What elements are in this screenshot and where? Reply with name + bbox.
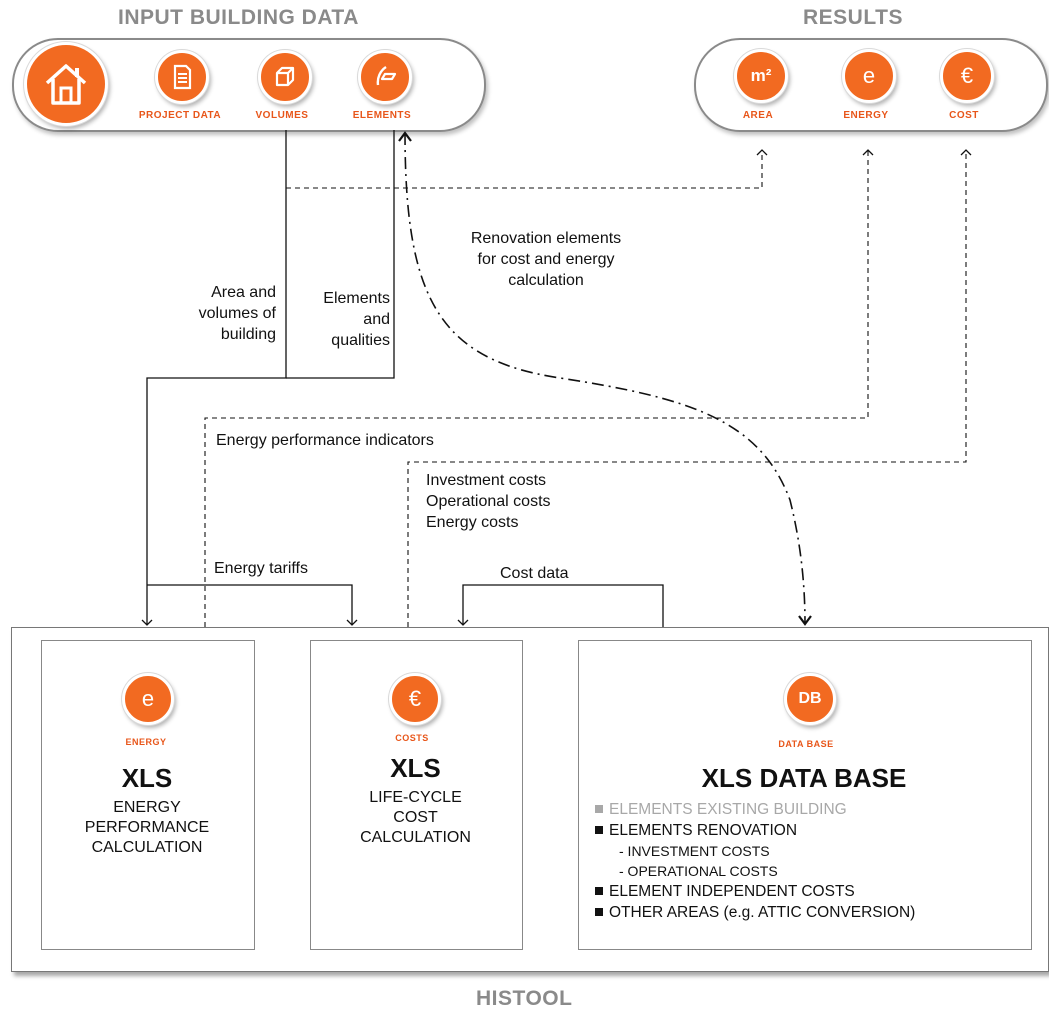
cube-icon[interactable] xyxy=(258,50,312,104)
energy-calc-icon[interactable]: e xyxy=(122,673,174,725)
energy-xls-title: XLS xyxy=(121,763,173,793)
db-item-independent: ELEMENT INDEPENDENT COSTS xyxy=(595,881,1025,902)
costs-label: Investment costs Operational costs Energ… xyxy=(426,472,551,531)
energy-tariffs-label: Energy tariffs xyxy=(214,560,308,577)
cost-result-icon[interactable]: € xyxy=(940,49,994,103)
volumes-label: VOLUMES xyxy=(255,110,309,121)
elements-qualities-label: Elements and qualities xyxy=(323,290,390,349)
cost-calc-desc: LIFE-CYCLE COST CALCULATION xyxy=(360,789,471,846)
renovation-elements-curve xyxy=(398,131,812,626)
database-icon[interactable]: DB xyxy=(784,673,836,725)
histool-title: HISTOOL xyxy=(476,987,573,1010)
costs-caption: COSTS xyxy=(395,733,429,743)
database-items: ELEMENTS EXISTING BUILDING ELEMENTS RENO… xyxy=(595,799,1025,923)
area-result-line xyxy=(286,149,768,189)
db-item-other-areas: OTHER AREAS (e.g. ATTIC CONVERSION) xyxy=(595,902,1025,923)
cost-calc-icon[interactable]: € xyxy=(389,673,441,725)
house-icon[interactable] xyxy=(24,42,108,126)
elements-qualities-line xyxy=(286,130,395,379)
energy-indicators-line xyxy=(204,149,874,627)
area-volumes-line xyxy=(141,130,287,626)
cost-result-label: COST xyxy=(949,110,979,121)
energy-result-label: ENERGY xyxy=(843,110,889,121)
elements-icon[interactable] xyxy=(358,50,412,104)
elements-label: ELEMENTS xyxy=(352,110,412,121)
database-caption: DATA BASE xyxy=(778,739,834,749)
db-item-existing: ELEMENTS EXISTING BUILDING xyxy=(595,799,1025,820)
document-icon[interactable] xyxy=(155,50,209,104)
area-volumes-label: Area and volumes of building xyxy=(198,284,276,343)
db-subitem-investment: - INVESTMENT COSTS xyxy=(619,843,770,859)
database-title: XLS DATA BASE xyxy=(701,763,907,793)
costs-result-line xyxy=(407,149,972,627)
db-subitem-operational: - OPERATIONAL COSTS xyxy=(619,863,778,879)
energy-result-icon[interactable]: e xyxy=(842,49,896,103)
area-icon[interactable]: m² xyxy=(734,49,788,103)
energy-calc-desc: ENERGY PERFORMANCE CALCULATION xyxy=(84,799,210,856)
cost-data-line xyxy=(457,584,664,627)
energy-caption: ENERGY xyxy=(125,737,167,747)
energy-tariffs-line xyxy=(147,584,358,626)
renovation-elements-label: Renovation elements for cost and energy … xyxy=(470,230,622,289)
area-label: AREA xyxy=(742,110,774,121)
db-item-renovation: ELEMENTS RENOVATION xyxy=(595,820,1025,841)
results-section-title: RESULTS xyxy=(803,6,903,29)
input-section-title: INPUT BUILDING DATA xyxy=(118,6,359,29)
energy-indicators-label: Energy performance indicators xyxy=(216,432,434,449)
cost-data-label: Cost data xyxy=(500,565,569,582)
costs-xls-title: XLS xyxy=(390,753,441,783)
project-data-label: PROJECT DATA xyxy=(138,110,222,121)
